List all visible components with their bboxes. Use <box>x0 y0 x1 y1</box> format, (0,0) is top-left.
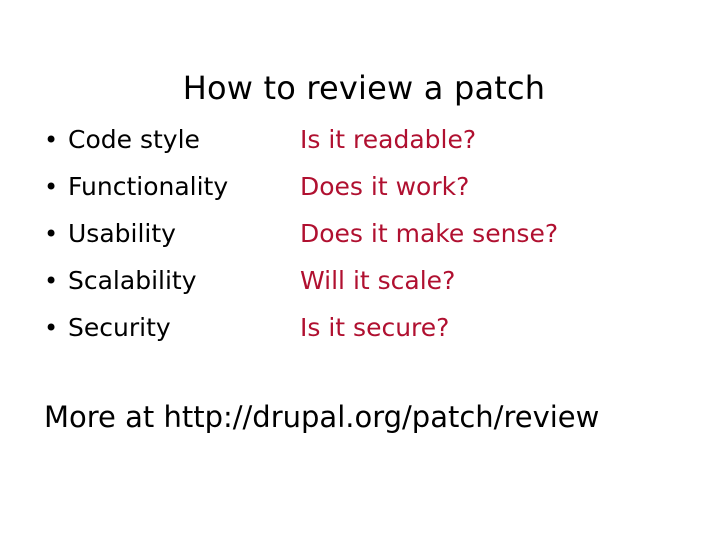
bullet-icon: • <box>44 220 59 248</box>
criterion-question: Is it readable? <box>300 125 477 154</box>
criterion-label: Security <box>68 313 171 342</box>
list-item: • Functionality Does it work? <box>44 170 704 217</box>
bullet-icon: • <box>44 267 59 295</box>
page-title: How to review a patch <box>182 69 546 108</box>
list-item: • Security Is it secure? <box>44 311 704 358</box>
criterion-question: Does it make sense? <box>300 219 559 248</box>
bullet-icon: • <box>44 173 59 201</box>
review-criteria-list: • Code style Is it readable? • Functiona… <box>44 123 704 358</box>
criterion-label: Scalability <box>68 266 197 295</box>
criterion-question: Does it work? <box>300 172 470 201</box>
more-info-text: More at http://drupal.org/patch/review <box>44 400 600 434</box>
criterion-question: Will it scale? <box>300 266 456 295</box>
bullet-icon: • <box>44 314 59 342</box>
bullet-icon: • <box>44 126 59 154</box>
list-item: • Code style Is it readable? <box>44 123 704 170</box>
criterion-question: Is it secure? <box>300 313 450 342</box>
list-item: • Scalability Will it scale? <box>44 264 704 311</box>
criterion-label: Usability <box>68 219 176 248</box>
list-item: • Usability Does it make sense? <box>44 217 704 264</box>
criterion-label: Code style <box>68 125 200 154</box>
criterion-label: Functionality <box>68 172 229 201</box>
